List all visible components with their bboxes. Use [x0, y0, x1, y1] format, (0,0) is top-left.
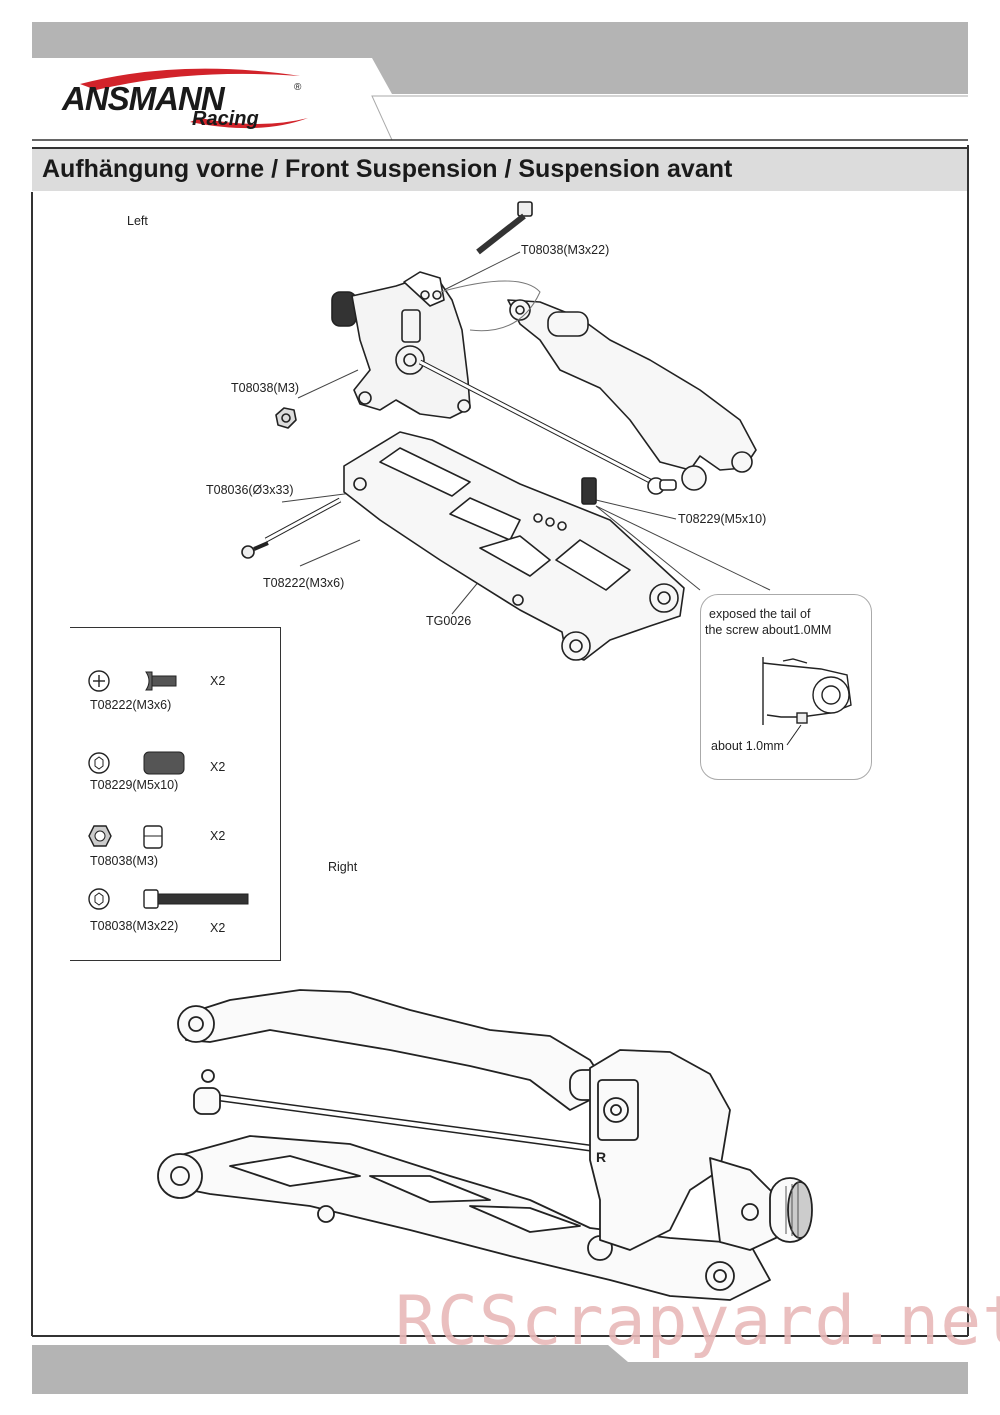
part-code-1: T08222(M3x6) — [90, 698, 172, 712]
callout-cap-screw: T08038(M3x22) — [521, 243, 610, 257]
driveshaft-part — [418, 359, 677, 495]
callout-lower-arm: TG0026 — [426, 614, 472, 628]
set-screw-icon — [88, 751, 185, 775]
detail-line-1: exposed the tail of — [709, 607, 811, 621]
section-title-bar: Aufhängung vorne / Front Suspension / Su… — [32, 147, 968, 191]
logo-wordmark: ANSMANN — [62, 80, 225, 117]
callout-lock-nut: T08038(M3) — [231, 381, 300, 395]
cap-screw-icon — [88, 888, 249, 910]
watermark-text: RCScrapyard.net — [395, 1282, 1000, 1361]
callout-set-screw: T08229(M5x10) — [678, 512, 767, 526]
set-screw-part — [581, 477, 597, 505]
logo-racing: Racing — [192, 108, 259, 130]
parts-list: T08222(M3x6) X2 T08229(M5x10) X2 T08038(… — [70, 627, 281, 961]
detail-callout: exposed the tail of the screw about1.0MM… — [700, 594, 872, 780]
part-qty-3: X2 — [210, 829, 226, 843]
part-code-4: T08038(M3x22) — [90, 919, 179, 933]
part-qty-4: X2 — [210, 921, 226, 935]
callout-phillips-screw: T08222(M3x6) — [263, 576, 345, 590]
part-code-2: T08229(M5x10) — [90, 778, 179, 792]
lower-arm-part — [343, 431, 685, 661]
pin-part — [264, 497, 342, 543]
part-qty-2: X2 — [210, 760, 226, 774]
phillips-screw-part — [241, 541, 269, 559]
part-code-3: T08038(M3) — [90, 854, 159, 868]
header-band — [32, 22, 968, 141]
callout-pin: T08036(Ø3x33) — [206, 483, 294, 497]
left-side-label: Left — [127, 214, 148, 228]
right-suspension-drawing: R — [157, 989, 813, 1301]
cap-screw-part — [476, 201, 533, 255]
steering-knuckle-part — [331, 271, 471, 419]
lock-nut-part — [275, 407, 297, 429]
phillips-screw-icon — [88, 670, 177, 692]
detail-drawing — [762, 657, 852, 746]
upper-arm-part — [507, 299, 757, 491]
page-title: Aufhängung vorne / Front Suspension / Su… — [42, 155, 733, 183]
logo-registered: ® — [294, 82, 302, 93]
right-side-label: Right — [328, 860, 358, 874]
lock-nut-icon — [88, 825, 163, 849]
left-suspension-drawing — [241, 201, 771, 661]
part-qty-1: X2 — [210, 674, 226, 688]
detail-measure: about 1.0mm — [711, 739, 784, 753]
brand-logo: ANSMANN ® Racing — [60, 64, 310, 142]
svg-text:R: R — [596, 1149, 606, 1165]
detail-line-2: the screw about1.0MM — [705, 623, 832, 637]
